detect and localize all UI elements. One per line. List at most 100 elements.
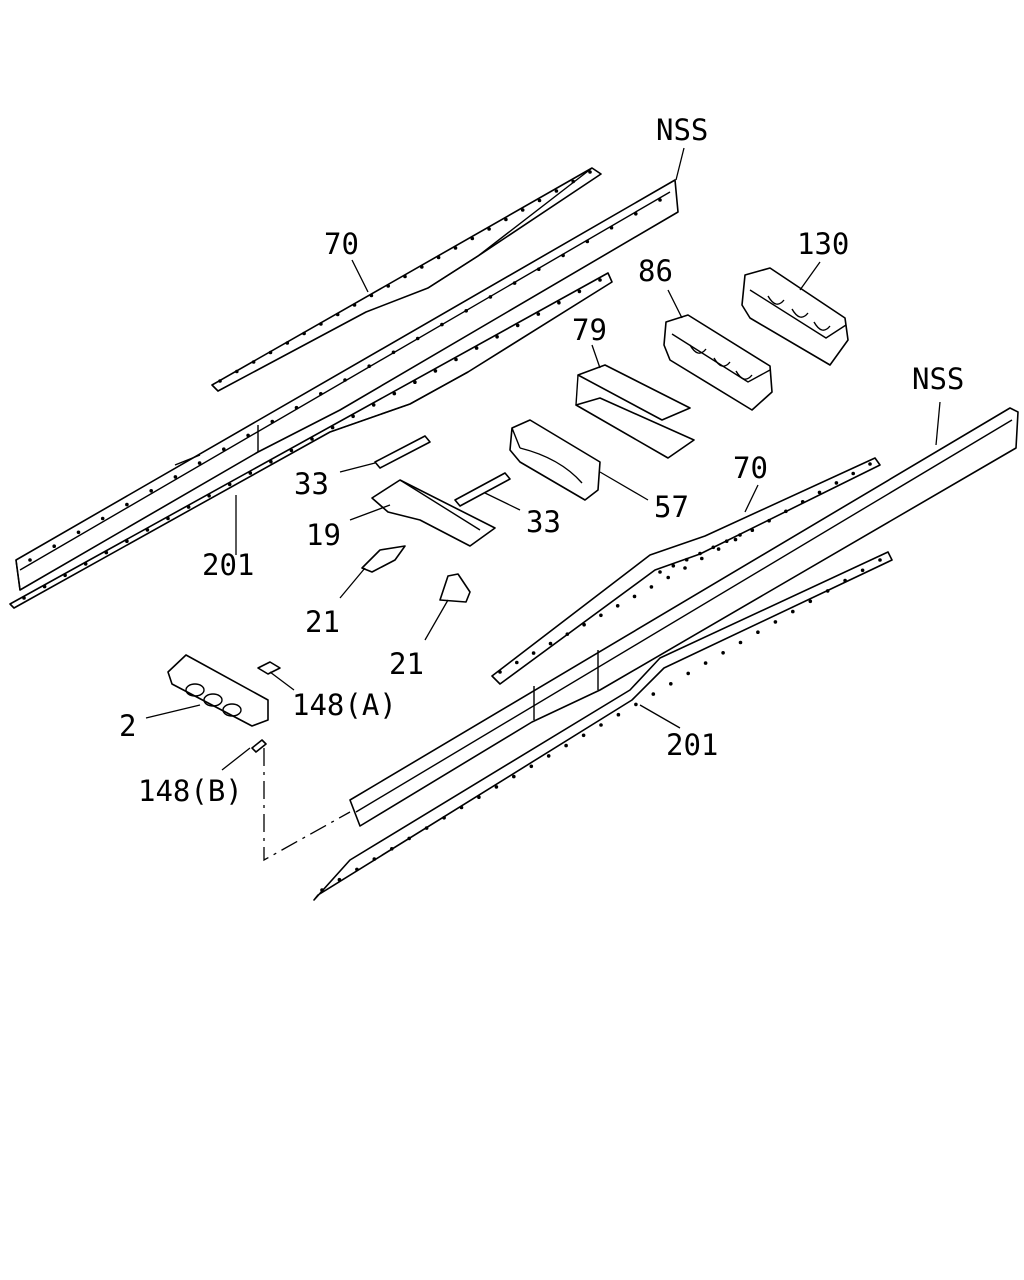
plate-33-left: [374, 435, 431, 469]
bolt-hole: [337, 877, 342, 882]
bolt-hole: [251, 360, 256, 364]
bolt-hole: [83, 562, 88, 566]
leader-lines: [145, 147, 941, 771]
bolt-hole: [703, 661, 708, 665]
cross-member-86: [663, 314, 773, 411]
bolt-hole: [750, 528, 755, 532]
label-nss-lower: NSS: [912, 362, 964, 396]
cross-member-2: [167, 654, 269, 727]
bolt-hole: [269, 459, 273, 464]
bolt-hole: [403, 274, 407, 279]
bolt-hole: [581, 733, 586, 738]
bolt-hole: [149, 489, 153, 493]
bolt-hole: [599, 613, 603, 618]
bolt-hole: [372, 857, 377, 861]
bolt-hole: [536, 312, 541, 316]
bolt-hole: [773, 620, 778, 624]
bolt-hole: [658, 570, 662, 574]
bolt-hole: [609, 225, 614, 230]
bolt-hole: [197, 461, 202, 465]
bolt-hole: [391, 350, 396, 355]
bolt-hole: [100, 516, 105, 521]
bolt-hole: [392, 391, 397, 396]
bolt-hole: [413, 380, 417, 385]
bolt-hole: [319, 392, 323, 396]
bolt-hole: [546, 754, 551, 758]
part-148a: [257, 661, 281, 675]
label-part-57: 57: [654, 490, 689, 524]
bolt-hole: [335, 312, 340, 317]
bolt-hole: [330, 425, 335, 430]
bolt-hole: [145, 528, 150, 532]
bolt-hole: [808, 599, 813, 604]
bolt-hole: [459, 805, 464, 810]
bolt-hole: [464, 309, 469, 313]
bolt-hole: [738, 640, 743, 645]
bolt-hole: [352, 303, 357, 307]
bolt-holes: [22, 170, 882, 892]
bolt-hole: [248, 471, 253, 475]
bolt-hole: [851, 471, 855, 476]
bolt-hole: [227, 482, 232, 487]
bolt-hole: [878, 558, 882, 562]
cross-member-57: [509, 419, 601, 501]
bolt-hole: [369, 293, 374, 298]
bolt-hole: [351, 414, 355, 419]
bolt-hole: [529, 764, 534, 769]
bolt-hole: [495, 335, 499, 339]
bolt-hole: [512, 281, 517, 285]
bolt-hole: [474, 346, 479, 350]
bolt-hole: [63, 573, 67, 578]
cross-member-130: [741, 267, 849, 366]
bolt-hole: [367, 364, 372, 369]
bolt-hole: [52, 544, 56, 548]
bolt-hole: [520, 208, 525, 212]
bolt-hole: [186, 505, 191, 509]
bolt-hole: [860, 568, 865, 573]
bolt-hole: [616, 712, 621, 717]
bolt-hole: [470, 236, 475, 241]
bolt-hole: [531, 651, 536, 655]
label-part-33-left: 33: [294, 467, 329, 501]
bolt-hole: [756, 630, 760, 634]
bolt-hole: [415, 336, 420, 341]
label-part-19: 19: [306, 518, 341, 552]
bolt-hole: [42, 584, 47, 589]
label-part-2: 2: [119, 709, 136, 743]
bolt-hole: [868, 462, 872, 466]
bolt-hole: [634, 702, 638, 707]
bolt-hole: [302, 331, 306, 336]
bolt-hole: [791, 609, 795, 614]
bolt-hole: [76, 530, 81, 535]
bolt-hole: [658, 198, 662, 202]
bolt-hole: [504, 217, 508, 222]
bolt-hole: [289, 448, 294, 453]
bolt-hole: [711, 545, 716, 550]
label-part-21-right: 21: [389, 647, 424, 681]
bolt-hole: [343, 378, 347, 382]
assembly-dash-line: [263, 748, 351, 862]
bolt-hole: [615, 604, 620, 608]
bolt-hole: [700, 556, 704, 561]
bolt-hole: [767, 518, 771, 523]
bolt-hole: [557, 300, 561, 305]
bolt-hole: [686, 671, 690, 676]
bolt-hole: [724, 539, 729, 543]
bolt-hole: [548, 641, 553, 646]
bolt-hole: [649, 585, 654, 589]
bolt-hole: [371, 403, 376, 407]
bolt-hole: [453, 246, 458, 250]
label-part-70-upper: 70: [324, 227, 359, 261]
bolt-hole: [588, 170, 592, 174]
cross-member-79: [575, 364, 695, 459]
bolt-hole: [598, 278, 602, 282]
label-part-70-lower: 70: [733, 451, 768, 485]
plate-33-right: [454, 472, 511, 507]
bolt-hole: [537, 267, 541, 272]
bolt-hole: [424, 826, 429, 830]
bolt-hole: [166, 516, 170, 521]
bolt-hole: [565, 632, 570, 636]
bolt-hole: [125, 502, 129, 507]
